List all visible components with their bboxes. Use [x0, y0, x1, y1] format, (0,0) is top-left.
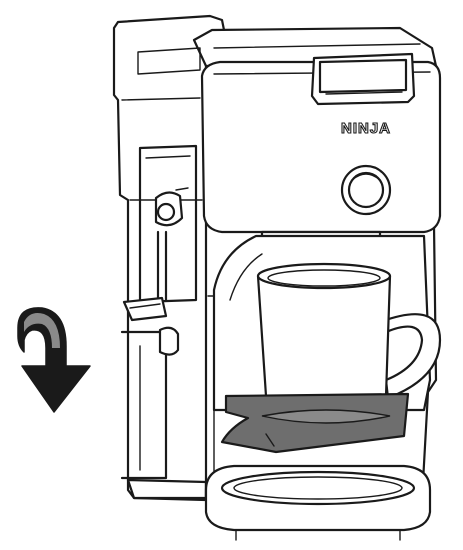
- lid-handle: [310, 52, 416, 106]
- base-plate: [204, 464, 432, 541]
- curved-down-arrow-icon: [17, 307, 91, 413]
- brew-head: NINJA: [200, 52, 442, 251]
- brand-logo: NINJA: [341, 120, 391, 137]
- frother-arm: [122, 230, 168, 322]
- side-dial: [154, 187, 189, 227]
- mug: [256, 262, 442, 418]
- drip-tray: [220, 392, 410, 454]
- lower-housing: [120, 326, 180, 480]
- knob-icon: [340, 164, 392, 216]
